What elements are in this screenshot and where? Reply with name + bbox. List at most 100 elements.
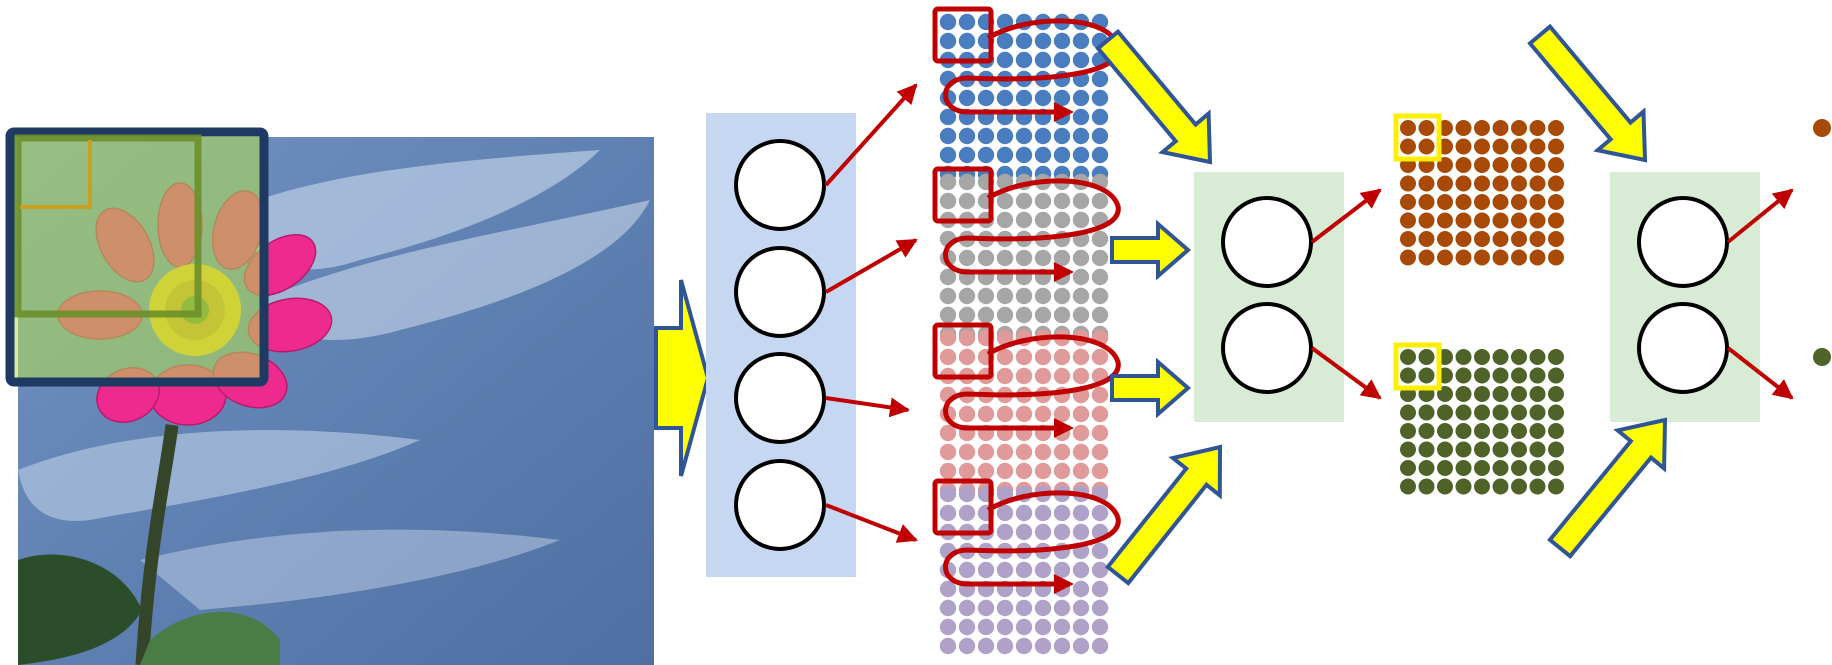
feature-map-dot — [977, 89, 995, 107]
pooled-map-dot — [1418, 460, 1435, 476]
scan-path — [943, 178, 1121, 282]
feature-map-dot — [977, 146, 995, 164]
feature-map-dot — [1072, 306, 1090, 324]
feature-map-dot — [958, 462, 976, 480]
feature-map-dot — [958, 443, 976, 461]
feature-map-dot — [1034, 405, 1052, 423]
feature-map-dot — [996, 504, 1014, 522]
feature-map-dot — [1053, 146, 1071, 164]
feature-map-dot — [1091, 287, 1109, 305]
feature-map-dot — [1091, 192, 1109, 210]
output-neurons — [1637, 196, 1729, 394]
feature-map-dot — [1034, 523, 1052, 541]
pooled-map-dot — [1529, 175, 1546, 192]
connection-arrow — [824, 238, 918, 294]
flow-arrow — [1527, 23, 1648, 163]
feature-map-dot — [1034, 367, 1052, 385]
pooled-map-dot — [1474, 349, 1490, 365]
feature-map-dot — [1053, 348, 1071, 366]
pooled-map-dot — [1548, 249, 1564, 266]
feature-map-dot — [1072, 424, 1090, 442]
input-neurons — [734, 139, 826, 551]
pooled-map-dot — [1400, 120, 1416, 136]
pooled-map-dot — [1455, 460, 1472, 476]
feature-map-dot — [1072, 211, 1090, 229]
pooled-map-dot — [1529, 212, 1546, 229]
feature-map-dot — [1015, 405, 1033, 423]
pooled-map-dot — [1437, 460, 1453, 476]
feature-map-dot — [996, 637, 1014, 655]
connection-arrow — [1726, 346, 1794, 400]
feature-map-dot — [1072, 504, 1090, 522]
feature-map-dot — [1053, 504, 1071, 522]
feature-map-dot — [1053, 287, 1071, 305]
pooled-map-dot — [1418, 478, 1435, 495]
input-neuron-3 — [734, 352, 826, 444]
input-neuron-4 — [734, 459, 826, 551]
feature-map-dot — [1072, 348, 1090, 366]
feature-map-dot — [1091, 146, 1109, 164]
input-flow-arrow — [654, 279, 711, 477]
pooled-map-dot — [1400, 249, 1416, 266]
feature-map-dot — [958, 173, 976, 191]
flow-arrows — [1095, 23, 1668, 586]
pooled-map-olive — [1393, 342, 1564, 495]
pooled-map-dot — [1548, 175, 1564, 192]
pooled-map-dot — [1492, 404, 1509, 421]
feature-map-dot — [1034, 32, 1052, 50]
feature-map-dot — [1072, 32, 1090, 50]
feature-map-dot — [939, 618, 957, 636]
pooled-map-dot — [1400, 478, 1416, 495]
feature-map-dot — [1053, 51, 1071, 69]
feature-map-dot — [1015, 462, 1033, 480]
pooled-map-dot — [1492, 441, 1509, 458]
pooled-map-dot — [1418, 231, 1435, 247]
pooled-map-dot — [1474, 460, 1490, 476]
feature-map-dot — [977, 127, 995, 145]
feature-map-dot — [958, 13, 976, 31]
feature-map-dot — [1034, 127, 1052, 145]
pooled-map-dot — [1529, 367, 1546, 384]
feature-map-dot — [1015, 146, 1033, 164]
pooled-map-dot — [1400, 441, 1416, 458]
pooled-map-dot — [1548, 404, 1564, 421]
feature-map-dot — [977, 287, 995, 305]
feature-map-dot — [1015, 127, 1033, 145]
pooled-map-dot — [1529, 349, 1546, 365]
feature-map-dot — [1091, 504, 1109, 522]
feature-map-dot — [1072, 89, 1090, 107]
hidden-neuron-2 — [1221, 302, 1313, 394]
feature-map-dot — [1053, 127, 1071, 145]
pooled-map-dot — [1400, 194, 1416, 210]
feature-map-dot — [958, 618, 976, 636]
pooled-map-dot — [1492, 349, 1509, 365]
pooled-map-dot — [1511, 404, 1527, 421]
feature-map-dot — [1015, 443, 1033, 461]
pooled-map-dot — [1437, 478, 1453, 495]
feature-map-dot — [1091, 230, 1109, 248]
feature-map-dot — [1015, 618, 1033, 636]
pooled-map-dot — [1455, 175, 1472, 192]
pooled-map-dot — [1400, 404, 1416, 421]
feature-map-dot — [1015, 89, 1033, 107]
pooled-map-dot — [1437, 194, 1453, 210]
connection-arrow — [824, 83, 918, 187]
feature-map-dot — [1034, 348, 1052, 366]
pooled-map-dot — [1455, 441, 1472, 458]
pooled-map-dot — [1511, 120, 1527, 136]
feature-map-dot — [1053, 443, 1071, 461]
feature-map-dot — [1091, 89, 1109, 107]
pooled-map-dot — [1511, 367, 1527, 384]
flow-arrow — [1104, 444, 1223, 586]
feature-map-dot — [939, 287, 957, 305]
feature-map-dot — [996, 51, 1014, 69]
pooled-map-dot — [1548, 212, 1564, 229]
feature-map-dot — [1034, 561, 1052, 579]
feature-map-dot — [996, 348, 1014, 366]
pooled-map-dot — [1548, 157, 1564, 173]
feature-map-dot — [1034, 287, 1052, 305]
flow-arrow — [1110, 219, 1192, 281]
pooled-map-dot — [1474, 478, 1490, 495]
feature-map-dot — [996, 32, 1014, 50]
feature-map-dot — [1053, 306, 1071, 324]
